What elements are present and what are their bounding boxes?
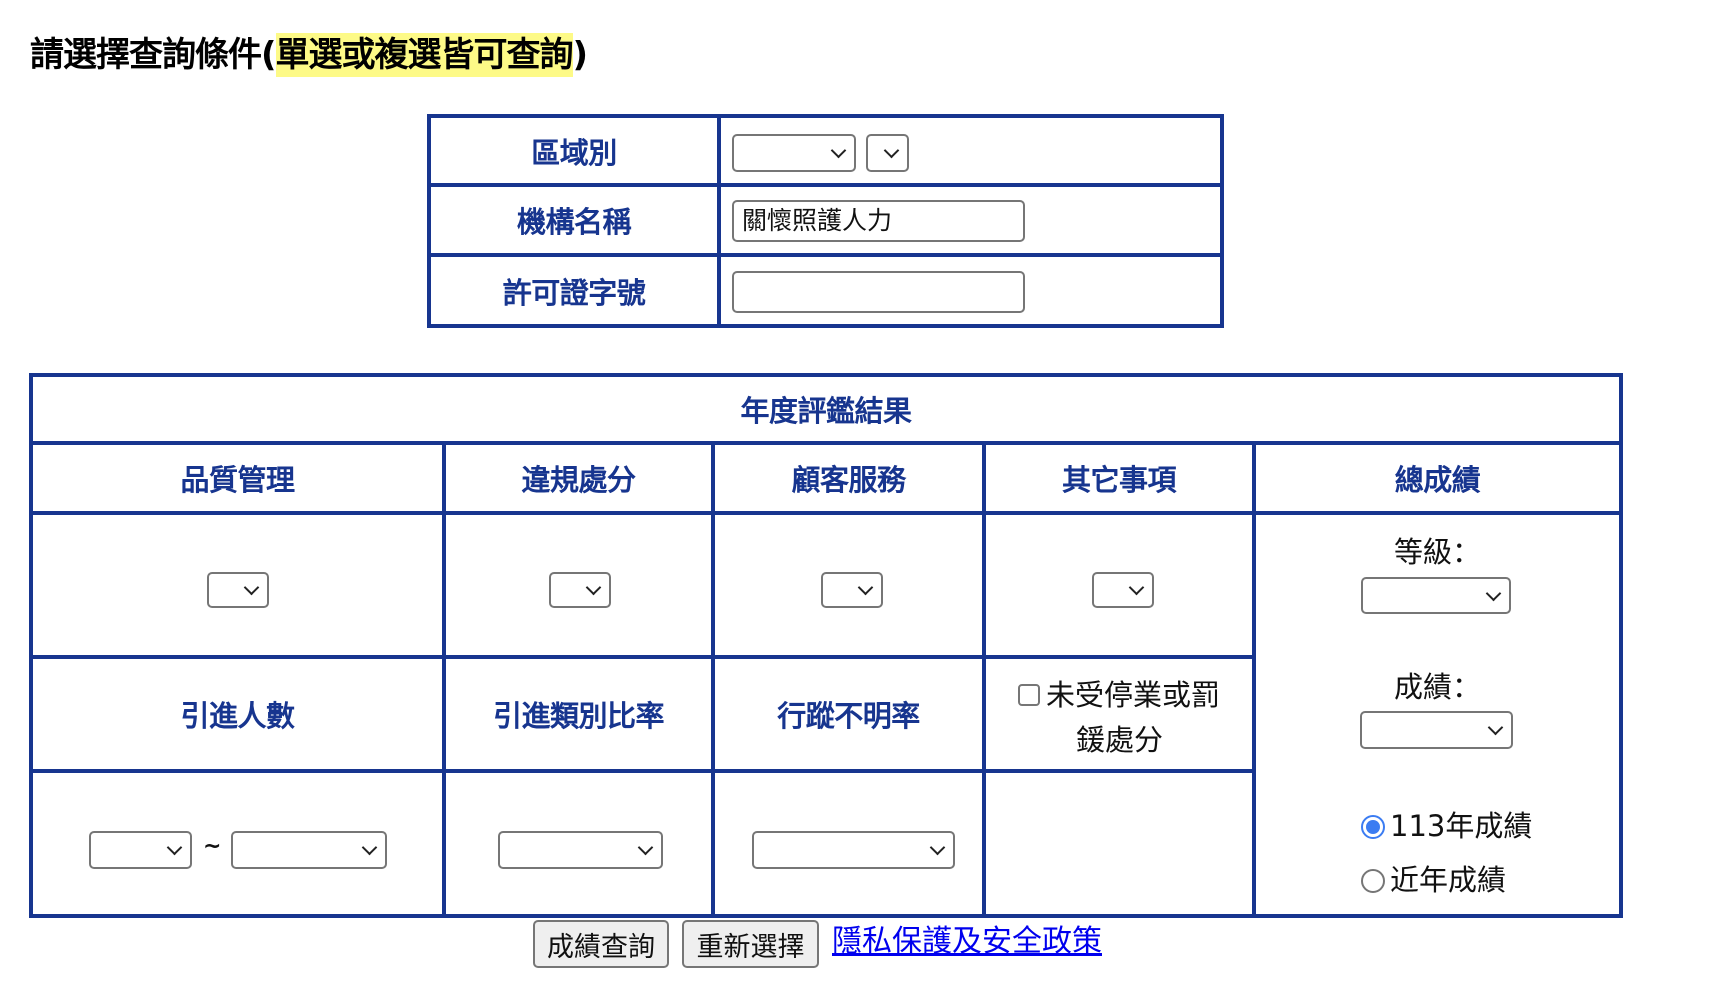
table-border bbox=[29, 373, 33, 918]
table-border bbox=[427, 253, 1224, 257]
col-total-score: 總成績 bbox=[1394, 463, 1481, 497]
region-district-select[interactable] bbox=[866, 134, 909, 172]
table-border bbox=[1619, 373, 1623, 918]
category-ratio-select[interactable] bbox=[498, 831, 663, 869]
grade-label: 等級： bbox=[1393, 535, 1481, 569]
org-name-input[interactable]: 關懷照護人力 bbox=[732, 200, 1025, 242]
table-border bbox=[29, 441, 1623, 445]
title-prefix: 請選擇查詢條件( bbox=[30, 35, 277, 75]
table-border bbox=[442, 441, 446, 918]
range-separator: ~ bbox=[203, 834, 222, 859]
radio-113-score[interactable] bbox=[1361, 815, 1385, 839]
score-label: 成績： bbox=[1393, 670, 1481, 704]
col-missing-rate: 行蹤不明率 bbox=[777, 699, 920, 733]
label-region: 區域別 bbox=[531, 135, 617, 170]
table-border bbox=[427, 324, 1224, 328]
region-city-select[interactable] bbox=[732, 134, 856, 172]
col-violation: 違規處分 bbox=[521, 463, 636, 497]
score-select[interactable] bbox=[1360, 711, 1513, 749]
table-border bbox=[29, 655, 1256, 659]
chevron-down-icon bbox=[883, 142, 900, 159]
radio-113-score-label: 113年成績 bbox=[1390, 809, 1533, 843]
radio-recent-score-label: 近年成績 bbox=[1390, 863, 1507, 897]
chevron-down-icon bbox=[585, 579, 602, 596]
chevron-down-icon bbox=[1128, 579, 1145, 596]
grade-select[interactable] bbox=[1361, 577, 1511, 614]
violation-select[interactable] bbox=[549, 572, 611, 608]
table-border bbox=[29, 914, 1623, 918]
table-border bbox=[427, 183, 1224, 187]
no-suspension-label-line1: 未受停業或罰 bbox=[1046, 678, 1221, 712]
quality-mgmt-select[interactable] bbox=[207, 572, 269, 608]
chevron-down-icon bbox=[361, 839, 378, 856]
col-intake-count: 引進人數 bbox=[180, 699, 295, 733]
chevron-down-icon bbox=[857, 579, 874, 596]
chevron-down-icon bbox=[830, 142, 847, 159]
no-suspension-checkbox[interactable] bbox=[1018, 684, 1040, 706]
col-quality-mgmt: 品質管理 bbox=[180, 463, 295, 497]
chevron-down-icon bbox=[166, 839, 183, 856]
query-button[interactable]: 成績查詢 bbox=[533, 920, 669, 968]
reset-button[interactable]: 重新選擇 bbox=[682, 920, 819, 968]
table-border bbox=[982, 441, 986, 918]
chevron-down-icon bbox=[929, 839, 946, 856]
table-border bbox=[29, 511, 1623, 515]
chevron-down-icon bbox=[637, 839, 654, 856]
table-border bbox=[1252, 441, 1256, 918]
customer-service-select[interactable] bbox=[821, 572, 883, 608]
privacy-policy-link[interactable]: 隱私保護及安全政策 bbox=[832, 924, 1102, 959]
chevron-down-icon bbox=[1485, 585, 1502, 601]
chevron-down-icon bbox=[243, 579, 260, 596]
title-highlight: 單選或複選皆可查詢 bbox=[275, 33, 574, 77]
chevron-down-icon bbox=[1487, 719, 1504, 736]
evaluation-title: 年度評鑑結果 bbox=[740, 394, 912, 428]
label-org-name: 機構名稱 bbox=[516, 205, 632, 239]
table-border bbox=[29, 373, 1623, 377]
license-no-input[interactable] bbox=[732, 271, 1025, 313]
page-title: 請選擇查詢條件(單選或複選皆可查詢) bbox=[30, 28, 589, 82]
table-border bbox=[29, 769, 1256, 773]
table-border bbox=[711, 441, 715, 918]
col-intake-category-ratio: 引進類別比率 bbox=[492, 699, 665, 733]
radio-recent-score[interactable] bbox=[1361, 869, 1385, 893]
intake-count-from-select[interactable] bbox=[89, 831, 192, 869]
label-license-no: 許可證字號 bbox=[502, 275, 646, 310]
intake-count-to-select[interactable] bbox=[231, 831, 387, 869]
table-border bbox=[427, 114, 1224, 118]
col-other: 其它事項 bbox=[1061, 463, 1177, 497]
no-suspension-label-line2: 鍰處分 bbox=[1076, 723, 1164, 757]
missing-rate-select[interactable] bbox=[752, 831, 955, 869]
title-suffix: ) bbox=[572, 35, 589, 75]
table-border bbox=[427, 114, 431, 328]
table-border bbox=[1220, 114, 1224, 328]
other-select[interactable] bbox=[1092, 572, 1154, 608]
table-border bbox=[717, 114, 721, 328]
col-customer-service: 顧客服務 bbox=[791, 463, 906, 497]
